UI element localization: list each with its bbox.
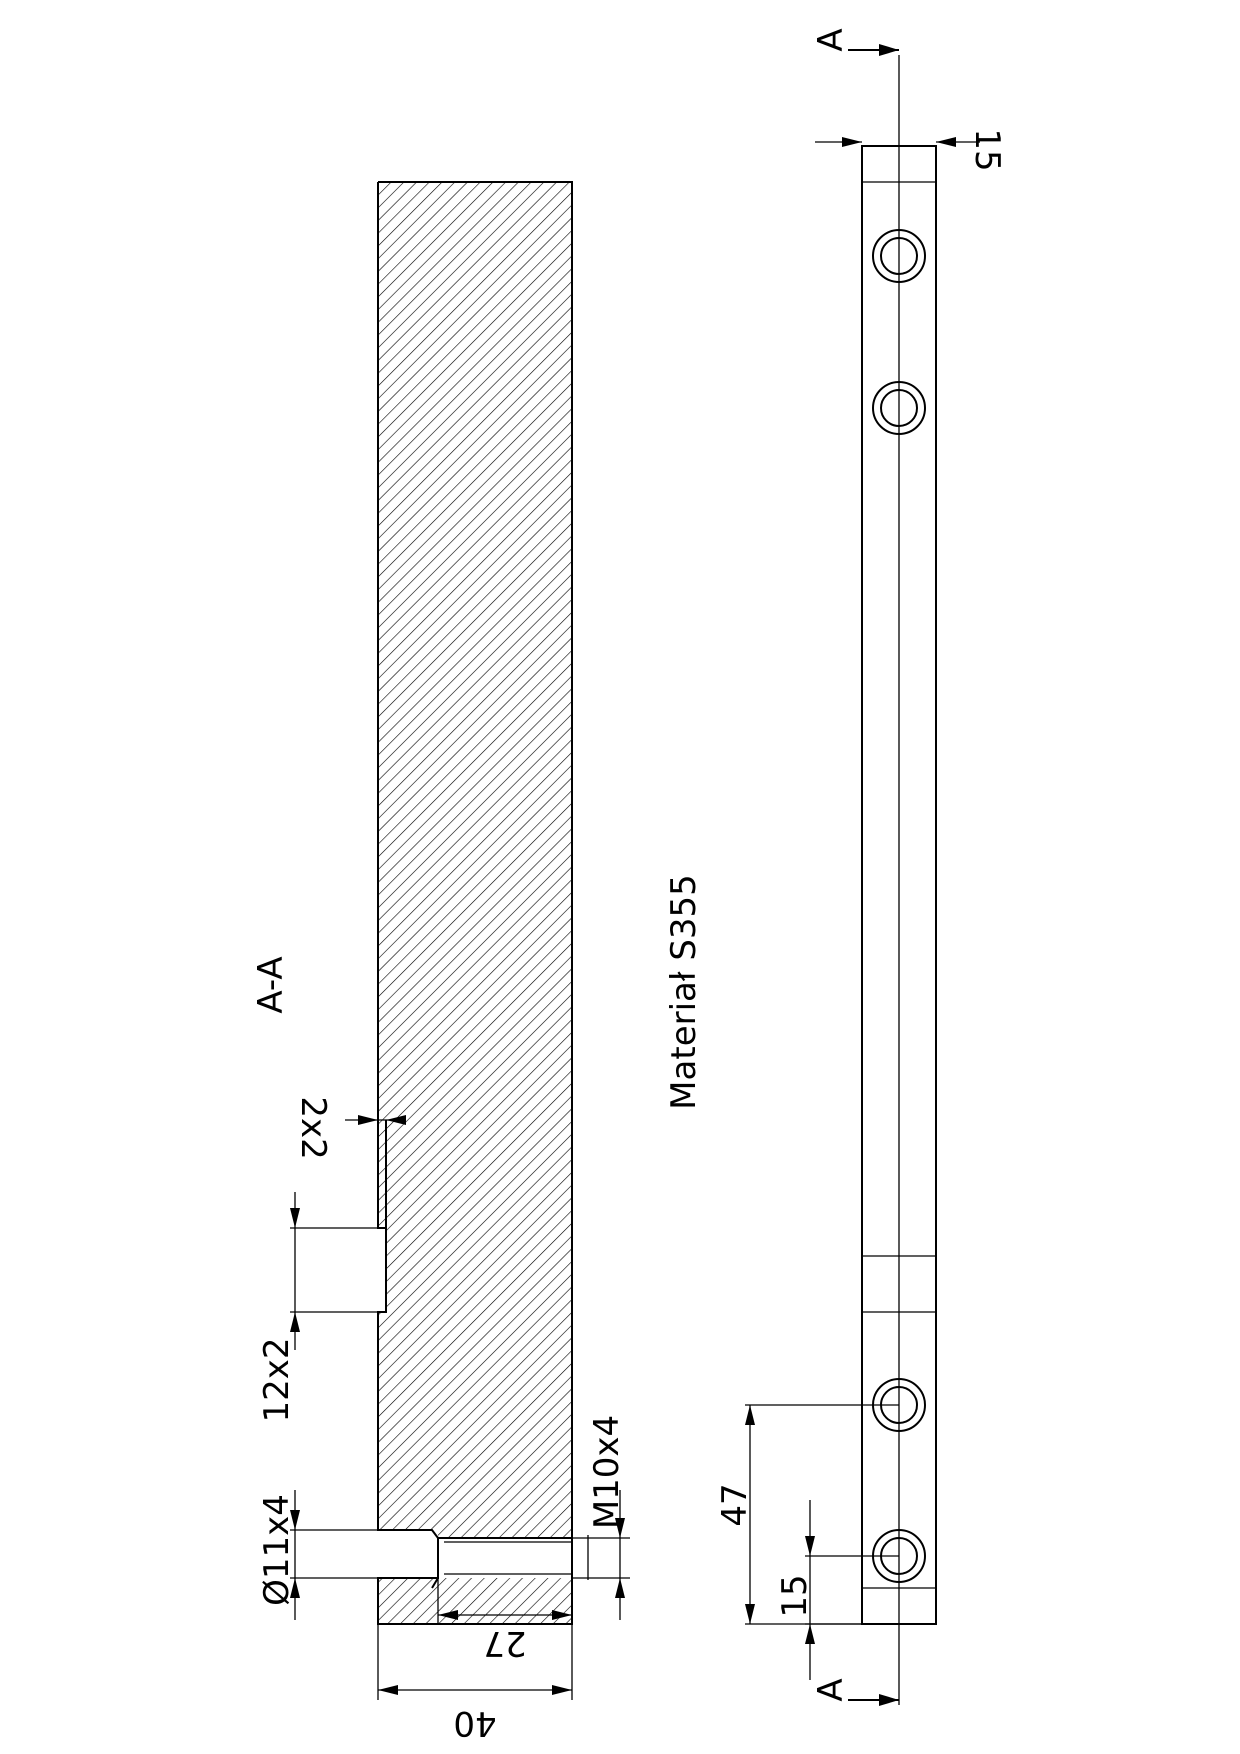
section-marker-bottom: A (811, 1678, 899, 1706)
dim-edge-15: 15 (815, 128, 1007, 172)
dim-slot: 12x2 (257, 1192, 386, 1423)
section-outline (377, 181, 573, 1625)
dim-chamfer-label: 2x2 (293, 1096, 333, 1159)
dim-hole-47-label: 47 (715, 1483, 755, 1526)
dim-thread: M10x4 (572, 1415, 630, 1620)
dim-slot-label: 12x2 (257, 1337, 297, 1422)
svg-text:A: A (811, 28, 851, 51)
slot-void (378, 1228, 386, 1312)
hole-void (378, 1530, 438, 1578)
dim-counterbore-label: Ø11x4 (257, 1494, 297, 1606)
side-view: A A 15 15 (715, 28, 1007, 1706)
svg-text:A: A (811, 1678, 851, 1701)
dim-40: 40 (377, 1624, 573, 1743)
thread-void (438, 1538, 572, 1578)
dim-counterbore: Ø11x4 (257, 1490, 378, 1620)
dim-hole-15: 15 (775, 1500, 899, 1680)
dim-edge-15-label: 15 (967, 128, 1007, 171)
section-hatch (378, 182, 572, 1624)
dim-27-label: 27 (483, 1623, 526, 1663)
dim-hole-47: 47 (715, 1404, 899, 1625)
hole-2 (872, 381, 926, 435)
dim-chamfer: 2x2 (293, 1096, 406, 1160)
counterbore-bottom (431, 1577, 439, 1589)
section-marker-top: A (811, 28, 899, 56)
section-label: A-A (251, 956, 291, 1013)
material-note: Materiał S355 (664, 874, 704, 1110)
dim-40-label: 40 (453, 1703, 496, 1743)
dim-thread-label: M10x4 (587, 1415, 627, 1529)
dim-27: 27 (437, 1578, 572, 1663)
hole-1 (872, 229, 926, 283)
section-view: A-A 40 27 Ø11x4 (251, 181, 630, 1743)
dim-hole-15-label: 15 (775, 1574, 815, 1617)
